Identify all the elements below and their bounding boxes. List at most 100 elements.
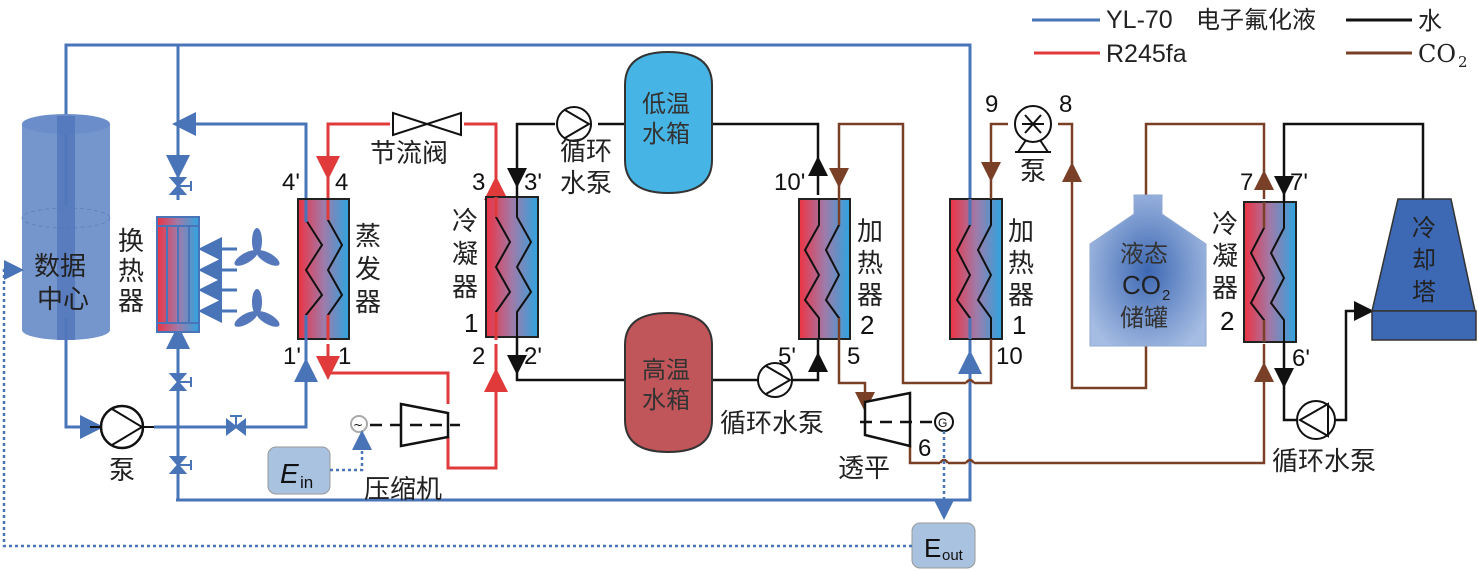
condenser-2-label-2: 凝 bbox=[1212, 242, 1238, 272]
heater-2-label-1: 加 bbox=[857, 217, 883, 247]
pump-left-label: 泵 bbox=[109, 456, 135, 486]
legend-label-co2-sub: 2 bbox=[1458, 53, 1468, 71]
circ-pump-top-label-2: 水泵 bbox=[560, 169, 612, 199]
evaporator[interactable]: 蒸 发 器 bbox=[297, 198, 381, 344]
r245fa-pipe-to-condenser bbox=[446, 368, 508, 470]
co2-tank-label-2: CO bbox=[1122, 270, 1161, 300]
r245fa-loop bbox=[316, 122, 508, 470]
valve-hx-top[interactable] bbox=[168, 177, 192, 195]
point-7: 7 bbox=[1240, 169, 1253, 196]
condenser-2[interactable]: 冷 凝 器 2 bbox=[1212, 201, 1297, 343]
data-center-label-2: 中心 bbox=[37, 285, 89, 315]
condenser-1[interactable]: 冷 凝 器 1 bbox=[452, 196, 539, 340]
water-loop-cooling bbox=[1274, 122, 1425, 422]
valve-bypass[interactable] bbox=[168, 456, 192, 474]
point-1: 1 bbox=[338, 343, 351, 370]
low-temp-tank-label-2: 水箱 bbox=[642, 120, 690, 148]
heater-2-label-2: 热 bbox=[857, 249, 883, 279]
heater-1[interactable]: 加 热 器 1 bbox=[949, 198, 1034, 340]
circ-pump-top[interactable]: 循环 水泵 bbox=[556, 106, 612, 199]
heater-2[interactable]: 加 热 器 2 bbox=[798, 198, 883, 340]
co2-pump-label: 泵 bbox=[1020, 157, 1046, 187]
data-center[interactable]: 数据 中心 bbox=[21, 114, 111, 340]
condenser-1-label-3: 器 bbox=[452, 273, 478, 303]
motor-symbol: ~ bbox=[353, 418, 363, 432]
turbine-label: 透平 bbox=[838, 454, 890, 484]
heater-2-label-4: 2 bbox=[860, 310, 874, 340]
condenser-1-label-2: 凝 bbox=[452, 240, 478, 270]
water-loop-tanks bbox=[507, 122, 828, 382]
r245fa-pipe-to-compressor bbox=[326, 368, 450, 404]
evaporator-label-1: 蒸 bbox=[355, 222, 381, 252]
e-out-sub: out bbox=[942, 547, 964, 564]
heater-1-label-4: 1 bbox=[1012, 310, 1026, 340]
low-temp-tank[interactable]: 低温 水箱 bbox=[624, 50, 713, 195]
circ-pump-mid-label: 循环水泵 bbox=[720, 409, 824, 439]
point-4p: 4' bbox=[282, 169, 300, 196]
throttle-valve-label: 节流阀 bbox=[370, 139, 448, 169]
valve-evap-inlet[interactable] bbox=[226, 415, 246, 437]
point-6p: 6' bbox=[1292, 345, 1310, 372]
cooling-tower-label-2: 却 bbox=[1412, 246, 1436, 274]
r245fa-pipe-to-evap bbox=[316, 122, 390, 180]
condenser-2-label-1: 冷 bbox=[1212, 210, 1238, 240]
point-2p: 2' bbox=[524, 343, 542, 370]
fluid-pipe-to-evap bbox=[154, 358, 318, 429]
compressor[interactable]: ~ 压缩机 bbox=[350, 402, 460, 505]
legend-label-water: 水 bbox=[1418, 7, 1442, 35]
fluid-pipe-top bbox=[64, 43, 972, 502]
legend-label-co2: CO bbox=[1418, 40, 1456, 68]
circ-pump-mid[interactable]: 循环水泵 bbox=[720, 362, 824, 439]
point-2: 2 bbox=[472, 343, 485, 370]
legend: YL-70 电子氟化液 R245fa 水 CO 2 bbox=[1032, 6, 1468, 71]
fluid-pipe-to-pump bbox=[64, 318, 104, 439]
point-5: 5 bbox=[847, 343, 860, 370]
circ-pump-right[interactable]: 循环水泵 bbox=[1272, 400, 1376, 477]
r245fa-pipe-cond-out bbox=[464, 122, 498, 180]
hx-label-2: 热 bbox=[118, 257, 144, 287]
heater-1-label-1: 加 bbox=[1008, 217, 1034, 247]
condenser-2-label-4: 2 bbox=[1220, 306, 1234, 336]
fan-icon-2 bbox=[234, 289, 280, 327]
pump-left[interactable]: 泵 bbox=[90, 404, 154, 486]
point-1p: 1' bbox=[283, 343, 301, 370]
point-5p: 5' bbox=[778, 343, 796, 370]
fluid-valves bbox=[168, 177, 246, 474]
e-in-main: E bbox=[280, 458, 299, 489]
co2-loop bbox=[829, 122, 1274, 465]
co2-storage-tank[interactable]: 液态 CO 2 储罐 bbox=[1089, 194, 1207, 347]
legend-label-fluid-prefix: YL-70 bbox=[1106, 6, 1173, 34]
valve-hx-bottom[interactable] bbox=[168, 373, 192, 391]
legend-label-fluid-suffix: 电子氟化液 bbox=[1196, 6, 1316, 34]
turbine[interactable]: G 透平 bbox=[838, 391, 954, 484]
compressor-label: 压缩机 bbox=[364, 475, 442, 505]
hx-label-1: 换 bbox=[118, 227, 144, 257]
co2-pump[interactable]: 泵 bbox=[1014, 105, 1052, 187]
point-3: 3 bbox=[472, 169, 485, 196]
point-4: 4 bbox=[335, 169, 348, 196]
legend-label-r245fa: R245fa bbox=[1106, 40, 1187, 68]
state-points: 4' 4 1' 1 3 3' 2 2' 10' 5' 5 10 9 8 6 7 … bbox=[282, 91, 1310, 462]
point-10p: 10' bbox=[774, 169, 805, 196]
heater-1-label-2: 热 bbox=[1008, 249, 1034, 279]
point-6: 6 bbox=[918, 435, 931, 462]
throttle-valve[interactable]: 节流阀 bbox=[370, 111, 462, 169]
evaporator-label-2: 发 bbox=[355, 255, 381, 285]
heat-exchanger[interactable]: 换 热 器 bbox=[118, 216, 200, 333]
data-center-label-1: 数据 bbox=[34, 252, 86, 282]
high-temp-tank[interactable]: 高温 水箱 bbox=[624, 311, 713, 454]
condenser-1-label-4: 1 bbox=[464, 308, 478, 338]
evaporator-label-3: 器 bbox=[355, 288, 381, 318]
cooling-tower[interactable]: 冷 却 塔 bbox=[1371, 198, 1477, 341]
generator-symbol: G bbox=[938, 416, 947, 430]
point-8: 8 bbox=[1059, 91, 1072, 118]
circ-pump-right-label: 循环水泵 bbox=[1272, 447, 1376, 477]
fluid-loop bbox=[64, 43, 982, 502]
point-10: 10 bbox=[996, 343, 1023, 370]
high-temp-tank-label-1: 高温 bbox=[642, 356, 690, 384]
co2-tank-label-3: 储罐 bbox=[1120, 304, 1168, 332]
co2-tank-label-sub: 2 bbox=[1162, 287, 1170, 304]
high-temp-tank-label-2: 水箱 bbox=[642, 386, 690, 414]
circ-pump-top-label-1: 循环 bbox=[560, 137, 612, 167]
